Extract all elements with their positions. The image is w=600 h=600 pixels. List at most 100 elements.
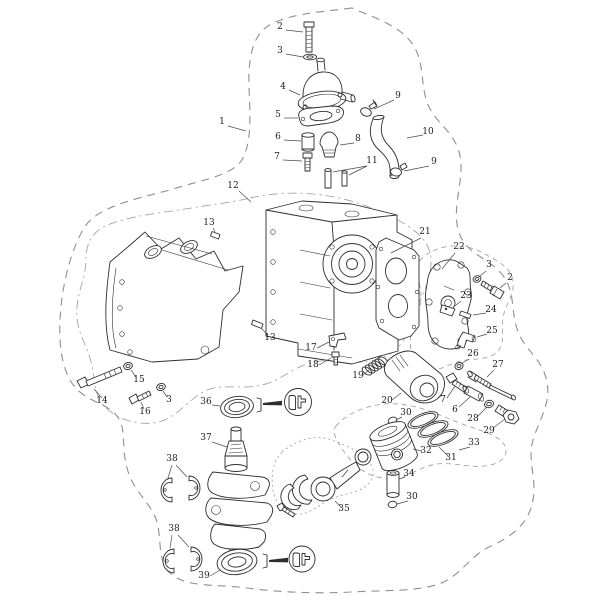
part-bearings-38-lower: [162, 546, 203, 574]
part-pump-cover-22: [425, 259, 472, 350]
part-number-label: 38: [166, 454, 178, 464]
leader-line: [212, 227, 216, 233]
leader-line: [140, 401, 145, 410]
part-number-label: 34: [403, 469, 415, 479]
leader-line: [162, 390, 168, 398]
part-plug-29: [494, 404, 520, 425]
part-hose-clamp-9-lower: [390, 162, 408, 177]
part-number-label: 9: [395, 91, 401, 101]
leader-line: [169, 534, 173, 549]
leader-line: [486, 369, 495, 378]
part-thermostat-cover-4: [297, 57, 356, 112]
part-relief-valve-27: [467, 370, 516, 401]
leader-line: [476, 333, 488, 338]
part-washer-3-top: [303, 53, 317, 61]
part-number-label: 3: [486, 260, 492, 270]
part-number-label: 6: [275, 132, 281, 142]
leader-line: [238, 190, 252, 203]
part-number-label: 26: [467, 349, 479, 359]
part-number-label: 21: [419, 227, 430, 237]
leader-line: [395, 416, 403, 421]
part-number-label: 7: [274, 152, 280, 162]
leader-line: [260, 327, 269, 336]
assembly-boundary-1: [59, 7, 549, 594]
part-number-label: 12: [227, 181, 238, 191]
leader-line: [458, 396, 471, 408]
part-plug-8: [319, 131, 339, 158]
part-number-label: 23: [460, 291, 472, 301]
part-number-label: 22: [453, 242, 464, 252]
leader-line: [285, 53, 304, 58]
part-washer-26: [454, 362, 464, 370]
part-number-label: 32: [420, 446, 431, 456]
part-thermostat-6: [301, 132, 315, 152]
part-washer-3-left: [156, 382, 166, 392]
part-number-label: 30: [400, 408, 412, 418]
part-piston-rings-31: [407, 411, 459, 447]
leader-line: [93, 388, 103, 399]
part-number-label: 13: [264, 333, 276, 343]
part-bolt-16: [128, 390, 152, 405]
assembly-boundary-12: [76, 192, 432, 424]
leader-line: [391, 392, 402, 401]
part-number-label: 3: [166, 395, 172, 405]
part-crankcase-half: [105, 231, 244, 363]
part-number-label: 27: [492, 360, 504, 370]
part-number-label: 16: [139, 407, 151, 417]
conrod-group-boundary: [271, 437, 374, 515]
part-sleeve-6-right: [462, 385, 485, 402]
leader-line: [288, 89, 301, 96]
part-number-label: 30: [406, 492, 418, 502]
part-oil-filter-20: [384, 350, 445, 404]
part-number-label: 39: [198, 571, 210, 581]
part-number-label: 11: [366, 156, 377, 166]
part-number-label: 18: [307, 360, 319, 370]
leader-line: [446, 385, 456, 399]
part-number-label: 25: [486, 326, 498, 336]
part-number-label: 9: [431, 157, 437, 167]
detail-balloon-36: [256, 388, 312, 416]
leader-line: [441, 252, 456, 270]
leader-line: [175, 464, 188, 478]
part-number-label: 19: [352, 371, 364, 381]
part-bolt-2-top: [303, 21, 315, 53]
part-number-label: 33: [468, 438, 480, 448]
part-anode-17: [328, 332, 347, 348]
part-washer-15: [123, 361, 133, 371]
leader-line: [339, 142, 355, 146]
leader-line: [460, 358, 470, 365]
part-circlip-30-lower: [387, 500, 398, 509]
part-oil-seal-39: [216, 548, 258, 576]
part-cylinder-block-12: [265, 200, 413, 365]
part-bolt-2-right: [480, 280, 505, 300]
leader-line: [406, 134, 424, 139]
leader-line: [458, 446, 471, 451]
leader-line: [499, 282, 507, 289]
leader-line: [209, 569, 221, 577]
leader-line: [492, 418, 506, 429]
part-connecting-rod-35: [276, 448, 372, 518]
part-plate-23: [439, 304, 456, 317]
part-number-label: 17: [305, 343, 317, 353]
part-studs-11: [324, 168, 348, 189]
part-number-label: 2: [507, 273, 513, 283]
leader-line: [211, 441, 228, 448]
part-number-label: 2: [277, 22, 283, 32]
leader-line: [438, 446, 449, 457]
leader-line: [403, 165, 430, 172]
part-dowel-pin-13-upper: [210, 231, 221, 240]
part-piston-32: [369, 421, 418, 471]
leader-line: [334, 500, 342, 508]
part-bolt-7-top: [302, 152, 313, 172]
part-joint-25: [455, 331, 477, 350]
leader-line: [348, 165, 368, 176]
labels-layer: 1234567891091112131314151631718192021223…: [93, 22, 513, 581]
pump-group-boundary: [409, 245, 514, 371]
part-bearings-38-upper: [160, 475, 201, 503]
part-oil-seal-36: [220, 395, 254, 419]
leader-line: [316, 341, 330, 349]
part-number-label: 6: [452, 405, 458, 415]
leader-line: [282, 159, 303, 162]
part-number-label: 1: [219, 117, 225, 127]
